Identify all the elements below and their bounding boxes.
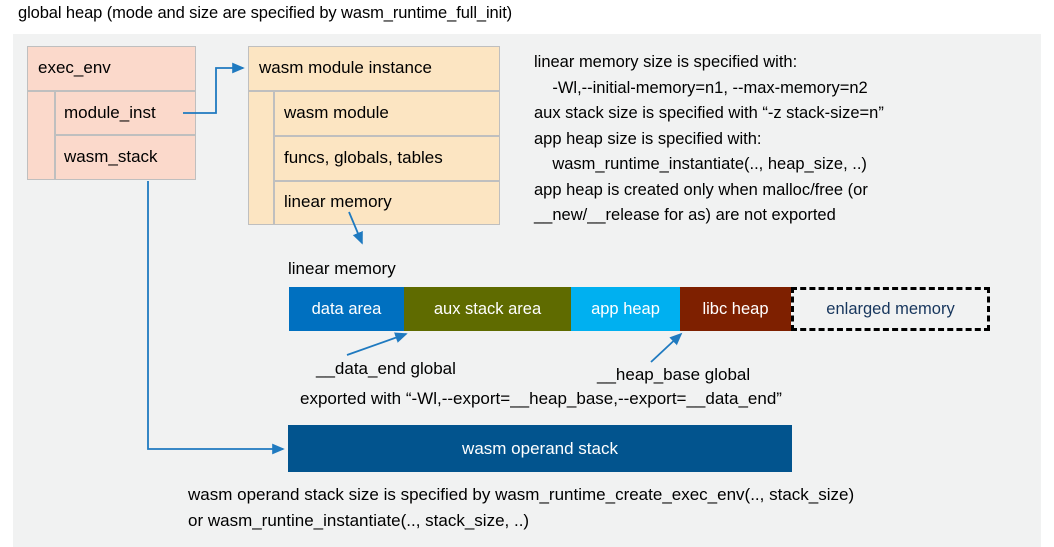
memory-segment-data-area: data area: [289, 287, 404, 331]
funcs-globals-tables-label: funcs, globals, tables: [284, 148, 443, 167]
memory-segment-enlarged-memory: enlarged memory: [791, 287, 990, 331]
wasm-operand-stack-label: wasm operand stack: [462, 438, 618, 458]
wasm-module-instance-header-cell: [248, 46, 500, 91]
configuration-notes: linear memory size is specified with: -W…: [534, 53, 884, 224]
module-inst-label: module_inst: [64, 103, 156, 122]
linear-memory-bar: data area aux stack area app heap libc heap…: [289, 287, 990, 331]
exec-env-header-cell: [27, 46, 196, 91]
memory-segment-label: aux stack area: [433, 299, 542, 318]
wasm-module-instance-title: wasm module instance: [259, 58, 432, 77]
exec-env-row-module-inst: [55, 91, 196, 135]
wasm-module-label: wasm module: [284, 103, 389, 122]
memory-segment-app-heap: app heap: [571, 287, 680, 331]
instance-row-funcs-globals-tables: [274, 136, 500, 181]
memory-segment-libc-heap: libc heap: [680, 287, 791, 331]
wasm-operand-stack-bar: wasm operand stack: [288, 425, 792, 472]
linear-memory-row-label: linear memory: [284, 192, 392, 211]
heap-base-annotation: __heap_base global: [597, 365, 751, 384]
instance-row-wasm-module: [274, 91, 500, 136]
linear-memory-caption: linear memory: [288, 259, 396, 278]
page-title: global heap (mode and size are specified…: [18, 4, 513, 22]
memory-segment-label: data area: [311, 299, 382, 318]
operand-stack-note: wasm operand stack size is specified by …: [188, 485, 855, 530]
memory-segment-label: libc heap: [702, 299, 769, 318]
wasm-stack-label: wasm_stack: [64, 147, 158, 166]
memory-segment-aux-stack-area: aux stack area: [404, 287, 571, 331]
exec-env-indent-column: [27, 91, 55, 180]
memory-segment-label: app heap: [591, 299, 660, 318]
instance-row-linear-memory: [274, 181, 500, 225]
wasm-module-instance-indent-column: [248, 91, 274, 225]
exec-env-row-wasm-stack: [55, 135, 196, 180]
memory-segment-label: enlarged memory: [826, 299, 955, 318]
exec-env-title: exec_env: [38, 58, 111, 77]
data-end-annotation: __data_end global: [316, 359, 456, 378]
exported-symbols-annotation: exported with “-Wl,--export=__heap_base,…: [300, 389, 782, 408]
